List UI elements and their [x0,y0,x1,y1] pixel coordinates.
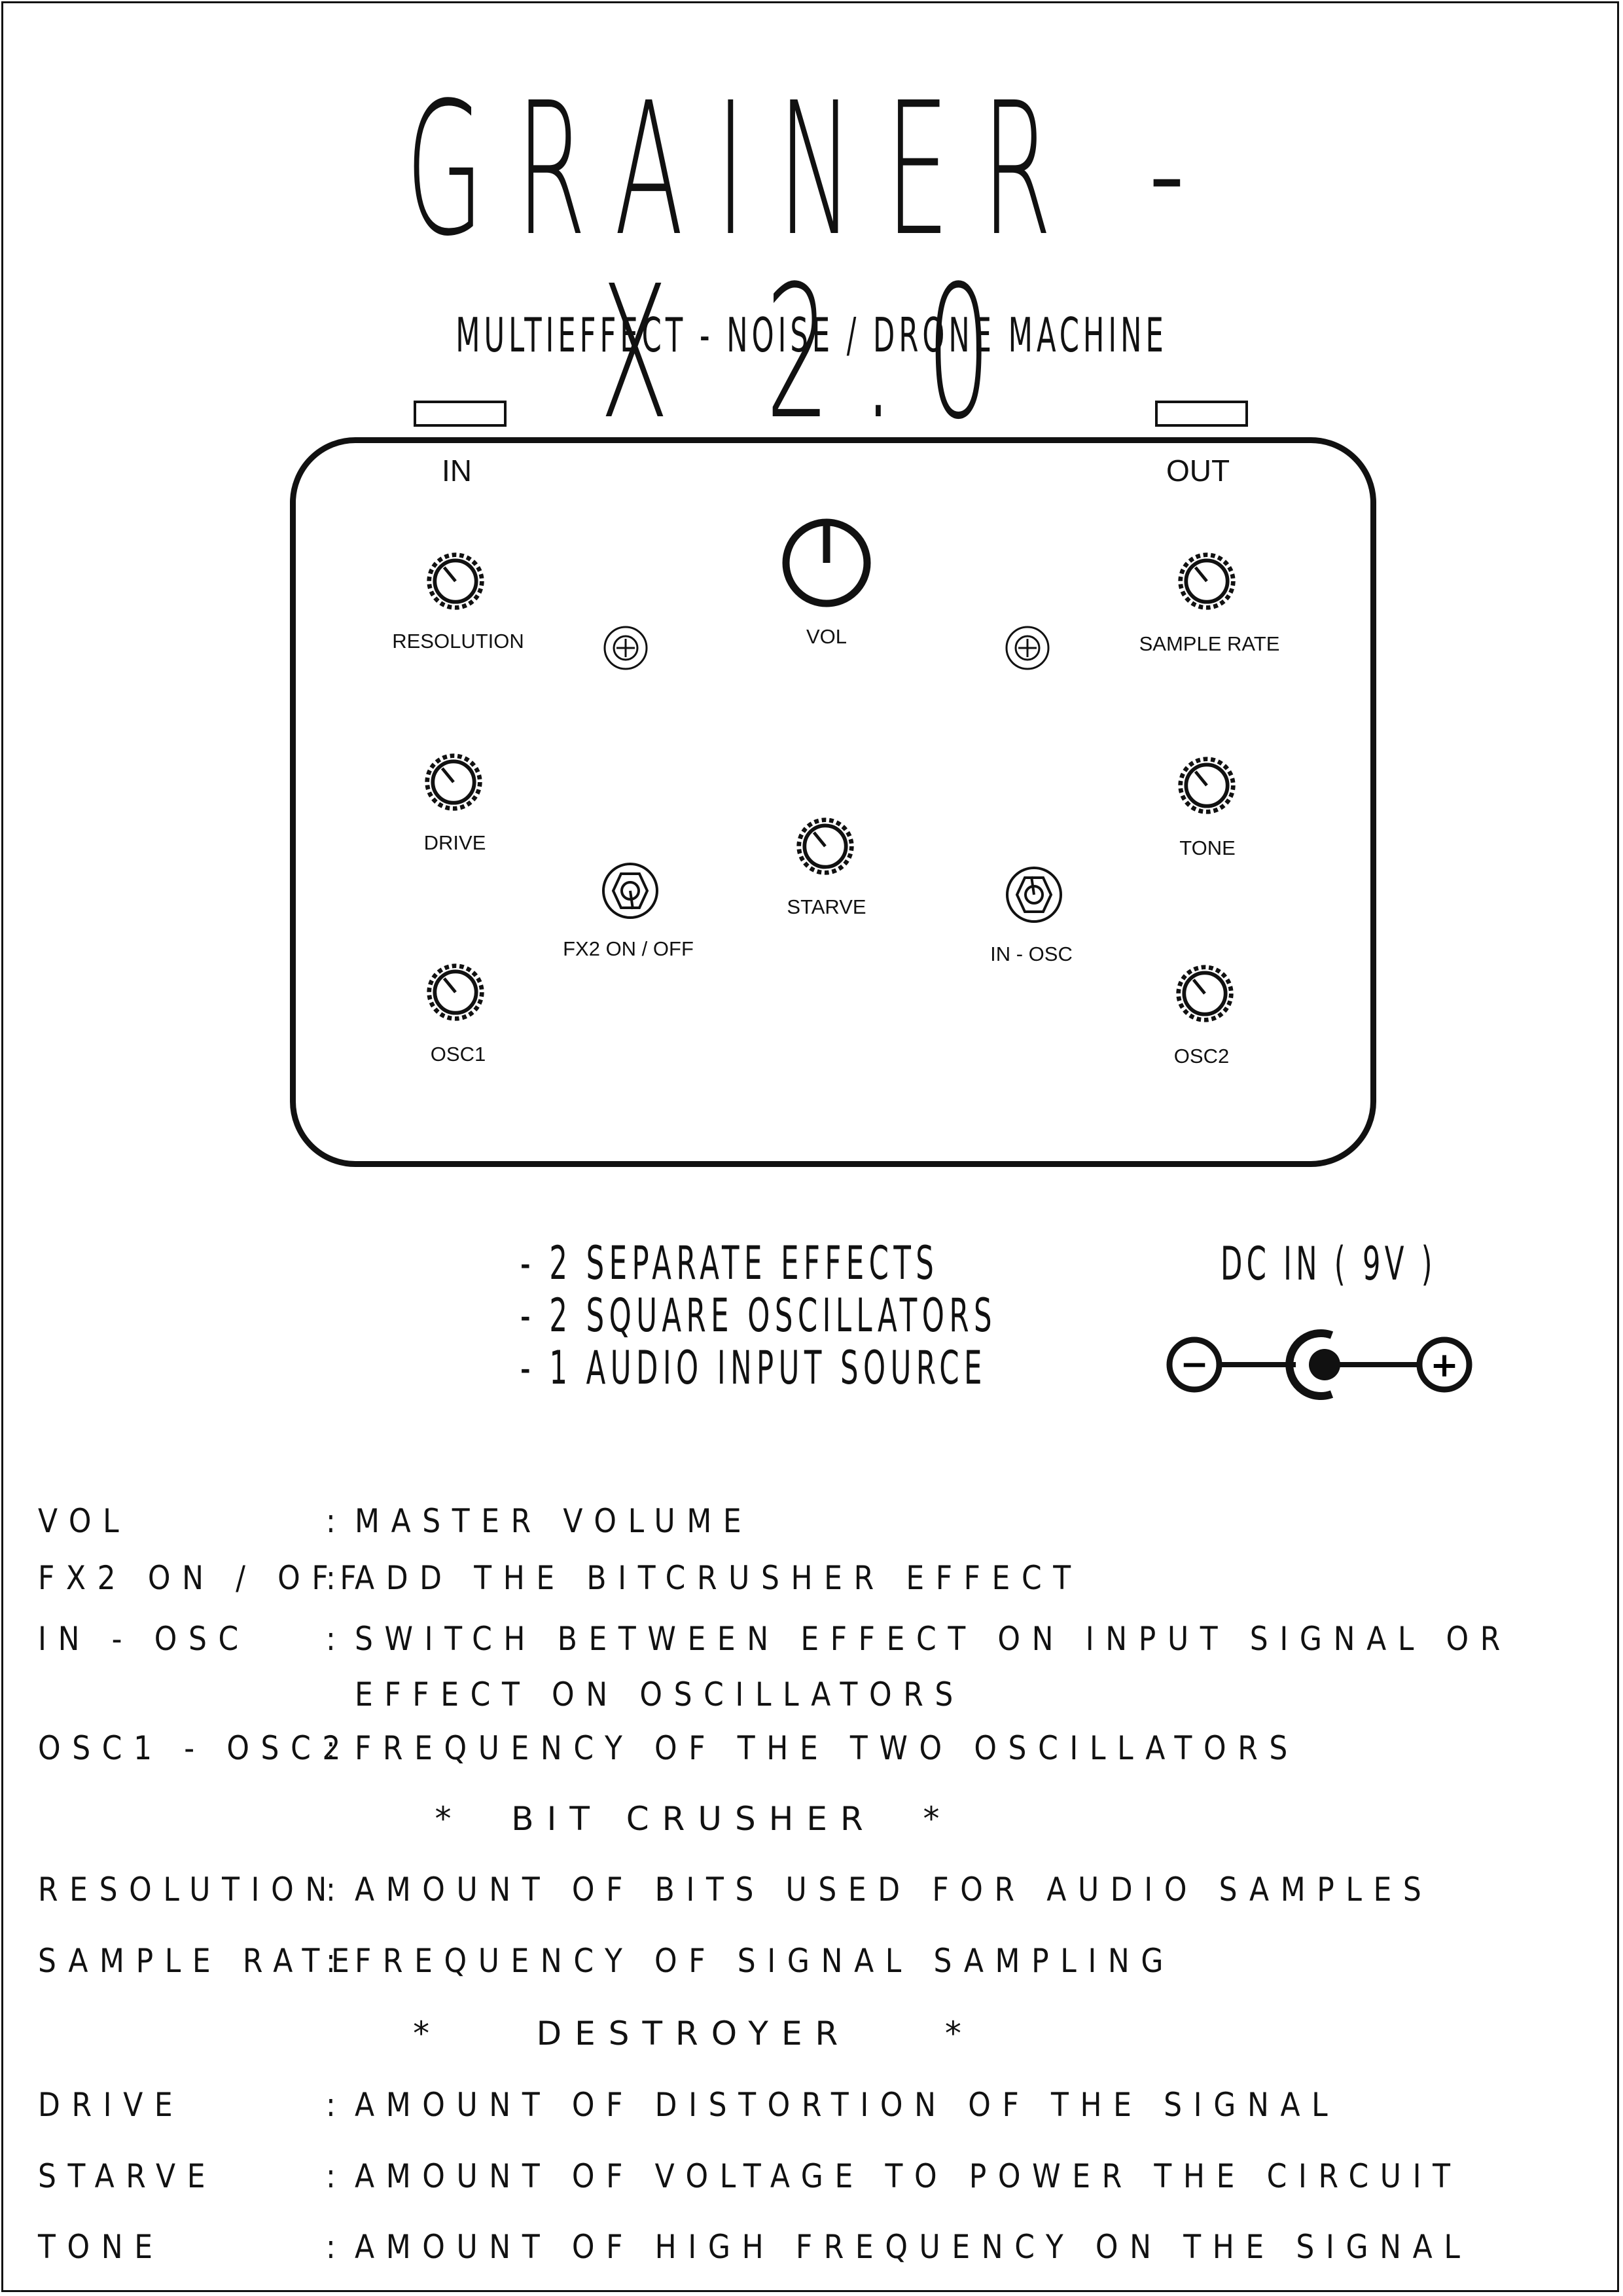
page-subtitle: MULTIEFFECT - NOISE / DRONE MACHINE [455,308,1168,363]
section-heading-destroyer: * DESTROYER * [413,2015,974,2053]
desc-row-drive: DRIVE:AMOUNT OF DISTORTION OF THE SIGNAL [38,2086,1339,2124]
desc-row-starve: STARVE:AMOUNT OF VOLTAGE TO POWER THE CI… [38,2157,1462,2195]
desc-separator: : [326,1502,348,1540]
desc-value: MASTER VOLUME [355,1502,753,1540]
section-heading-bitcrusher: * BIT CRUSHER * [435,1800,953,1838]
desc-key: DRIVE [38,2086,185,2124]
sample-rate-knob[interactable] [1175,550,1238,613]
knob-icon [1178,757,1236,814]
desc-value: AMOUNT OF BITS USED FOR AUDIO SAMPLES [355,1871,1433,1909]
desc-row-sample-rate: SAMPLE RATE:FREQUENCY OF SIGNAL SAMPLING [38,1942,1175,1980]
desc-key: IN - OSC [38,1620,250,1658]
desc-row-vol: VOL:MASTER VOLUME [38,1502,753,1540]
minus-sign: − [1180,1345,1209,1384]
in-osc-label: IN - OSC [990,942,1073,965]
desc-key: TONE [38,2228,164,2266]
desc-row-in-osc: IN - OSC:SWITCH BETWEEN EFFECT ON INPUT … [38,1620,1512,1658]
volume-knob[interactable] [777,514,876,612]
feature-list: - 2 SEPARATE EFFECTS - 2 SQUARE OSCILLAT… [520,1237,997,1394]
left-screw [602,624,649,672]
knob-icon [427,963,484,1021]
toggle-switch-icon [1006,867,1062,923]
desc-key: OSC1 - OSC2 [38,1729,353,1767]
desc-value: AMOUNT OF HIGH FREQUENCY ON THE SIGNAL [355,2228,1472,2266]
desc-value: SWITCH BETWEEN EFFECT ON INPUT SIGNAL OR [355,1620,1512,1658]
drive-knob[interactable] [422,751,485,814]
osc2-label: OSC2 [1173,1045,1230,1067]
pedal-enclosure [290,437,1376,1167]
input-jack[interactable] [414,401,507,427]
knob-icon [1178,552,1236,610]
output-jack-label: OUT [1166,454,1230,488]
screw-icon [603,626,648,670]
feature-item: - 1 AUDIO INPUT SOURCE [520,1341,987,1395]
desc-value: AMOUNT OF VOLTAGE TO POWER THE CIRCUIT [355,2157,1462,2195]
knob-icon [796,817,854,875]
knob-icon [1176,965,1234,1022]
dc-polarity-diagram: − + [1158,1316,1486,1416]
desc-value: FREQUENCY OF SIGNAL SAMPLING [355,1942,1175,1980]
screw-icon [1005,626,1050,670]
vol-label: VOL [806,625,847,648]
starve-knob[interactable] [794,815,857,878]
desc-value: ADD THE BITCRUSHER EFFECT [355,1559,1082,1597]
desc-row-tone: TONE:AMOUNT OF HIGH FREQUENCY ON THE SIG… [38,2228,1471,2266]
desc-separator: : [326,1871,348,1909]
page-title: GRAINER - X 2.0 [405,63,1218,460]
output-jack[interactable] [1155,401,1248,427]
desc-key: FX2 ON / OFF [38,1559,368,1597]
desc-separator: : [326,2086,348,2124]
feature-item: - 2 SQUARE OSCILLATORS [520,1289,997,1342]
knob-icon [425,753,482,811]
resolution-label: RESOLUTION [392,630,524,653]
knob-icon [427,552,484,610]
desc-row-resolution: RESOLUTION:AMOUNT OF BITS USED FOR AUDIO… [38,1871,1433,1909]
desc-row-fx2: FX2 ON / OFF:ADD THE BITCRUSHER EFFECT [38,1559,1082,1597]
desc-separator: : [326,1729,348,1767]
dc-polarity-icon: − + [1166,1329,1472,1400]
desc-separator: : [326,1559,348,1597]
fx2-switch[interactable] [601,861,660,920]
desc-key: VOL [38,1502,131,1540]
desc-value: FREQUENCY OF THE TWO OSCILLATORS [355,1729,1299,1767]
fx2-label: FX2 ON / OFF [563,937,694,960]
starve-label: STARVE [787,895,866,918]
desc-separator: : [326,1620,348,1658]
tone-label: TONE [1179,836,1236,859]
osc2-knob[interactable] [1173,962,1236,1025]
desc-key: STARVE [38,2157,217,2195]
osc1-knob[interactable] [424,961,487,1024]
dc-in-label: DC IN ( 9V ) [1221,1237,1436,1291]
desc-separator: : [326,2228,348,2266]
right-screw [1004,624,1051,672]
drive-label: DRIVE [423,831,486,854]
toggle-switch-icon [602,863,658,919]
desc-key: RESOLUTION [38,1871,338,1909]
osc1-label: OSC1 [430,1043,486,1066]
sample-rate-label: SAMPLE RATE [1139,632,1280,655]
desc-value: EFFECT ON OSCILLATORS [355,1676,965,1713]
plus-sign: + [1430,1346,1459,1385]
desc-row-osc: OSC1 - OSC2:FREQUENCY OF THE TWO OSCILLA… [38,1729,1299,1767]
power-icon [782,518,871,607]
tone-knob[interactable] [1175,754,1238,817]
desc-separator: : [326,1942,348,1980]
in-osc-switch[interactable] [1005,865,1063,924]
resolution-knob[interactable] [424,550,487,613]
desc-separator: : [326,2157,348,2195]
desc-value: AMOUNT OF DISTORTION OF THE SIGNAL [355,2086,1340,2124]
desc-row-in-osc-cont: EFFECT ON OSCILLATORS [38,1676,965,1713]
input-jack-label: IN [442,454,472,488]
desc-key: SAMPLE RATE [38,1942,361,1980]
feature-item: - 2 SEPARATE EFFECTS [520,1236,939,1290]
